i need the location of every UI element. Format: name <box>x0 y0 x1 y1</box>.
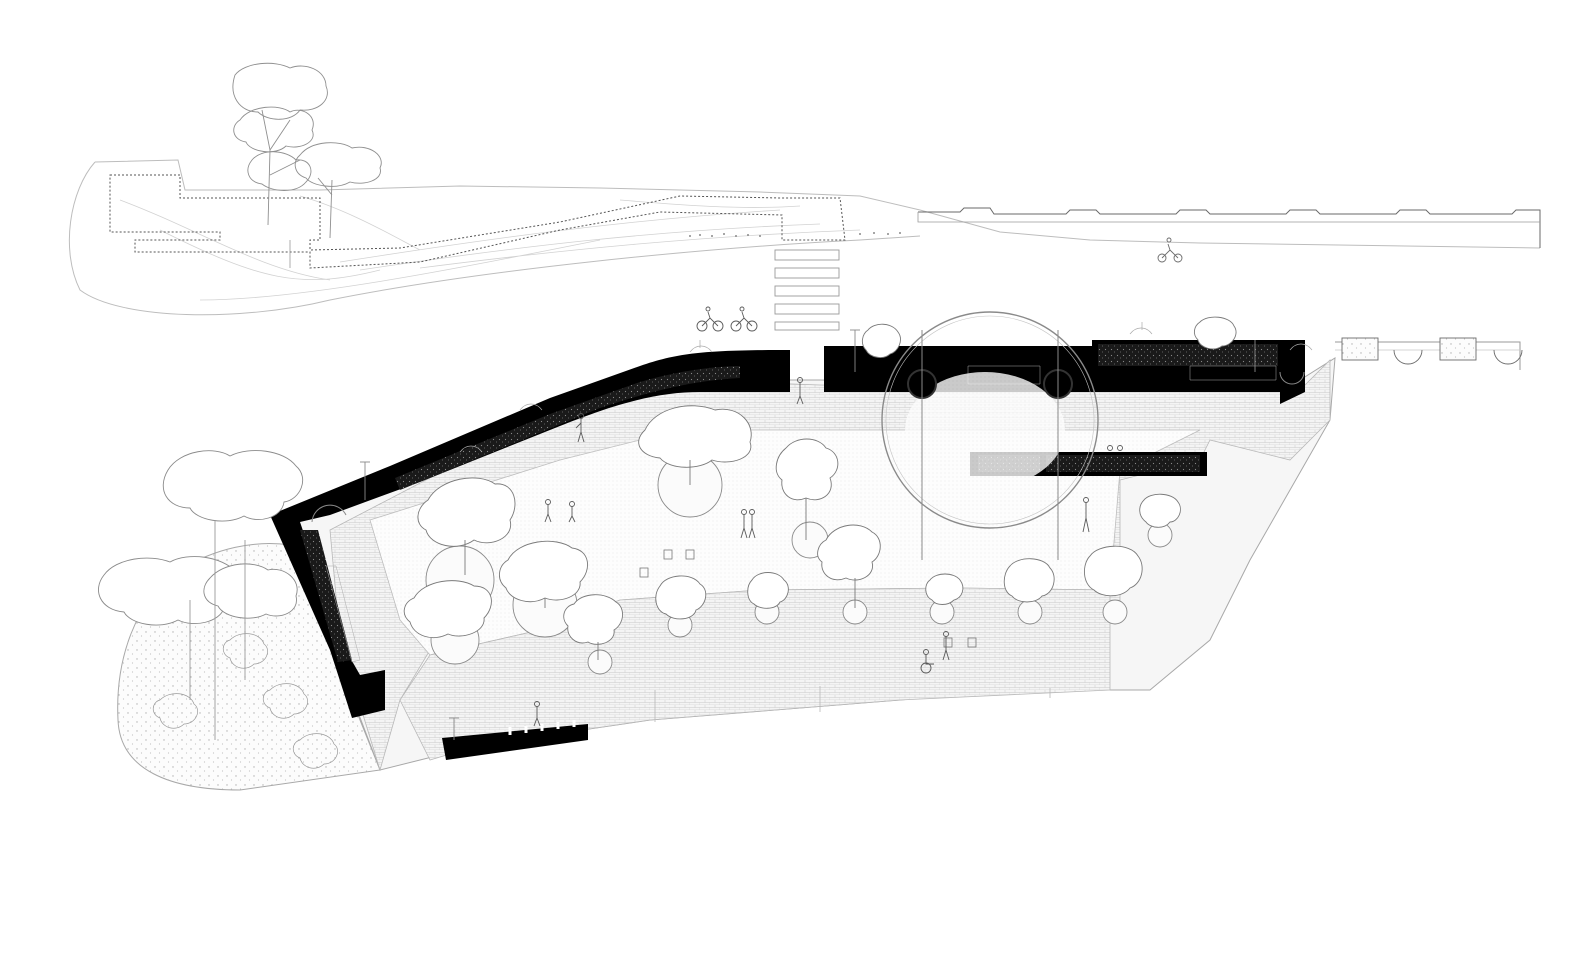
tree-icon <box>817 524 881 608</box>
street-edge <box>1335 341 1521 370</box>
site-plan <box>98 306 1523 791</box>
elevation-tree-large <box>232 62 328 226</box>
tree-icon <box>775 438 839 540</box>
tree-icon <box>563 594 623 660</box>
street-planters <box>1341 337 1523 365</box>
building-outline-dotted <box>109 174 846 269</box>
cyclist-icon <box>1157 237 1183 263</box>
garden-trees <box>98 450 304 740</box>
terrain-outline <box>68 159 1541 316</box>
retaining-wall-profile <box>918 207 1541 248</box>
elevation-planting <box>689 232 901 237</box>
wall-top-planting <box>459 322 1313 453</box>
tree-icon <box>1084 545 1143 597</box>
cyclist-icon <box>696 306 758 332</box>
tree-icon <box>417 477 516 575</box>
wall-planting-strip-1 <box>395 366 740 490</box>
light-posts <box>360 329 1256 740</box>
elevation-tree-medium <box>294 142 382 239</box>
tree-icon <box>1003 558 1055 603</box>
terrain-contours <box>119 195 861 301</box>
pedestrian-icon <box>533 377 1123 727</box>
site-elevation <box>68 62 1541 331</box>
south-bench <box>442 724 588 760</box>
pedestrian-crossing <box>774 249 840 331</box>
tree-icon <box>747 572 789 609</box>
tree-icon <box>1193 316 1237 350</box>
tree-icon <box>638 405 752 485</box>
chair-icon <box>639 549 977 648</box>
tree-icon <box>1139 493 1181 528</box>
garden-shrubs <box>152 633 338 769</box>
circular-pergola <box>881 311 1099 560</box>
wall-planting-strip-4 <box>300 530 352 662</box>
tree-icon <box>499 540 588 608</box>
tree-icon <box>925 573 964 605</box>
tree-icon <box>403 580 492 638</box>
tree-icon <box>861 323 901 358</box>
tree-icon <box>655 575 707 620</box>
wall-planting-strip-2 <box>1098 344 1278 366</box>
plan-trees <box>403 316 1237 660</box>
wheelchair-user-icon <box>920 649 934 674</box>
